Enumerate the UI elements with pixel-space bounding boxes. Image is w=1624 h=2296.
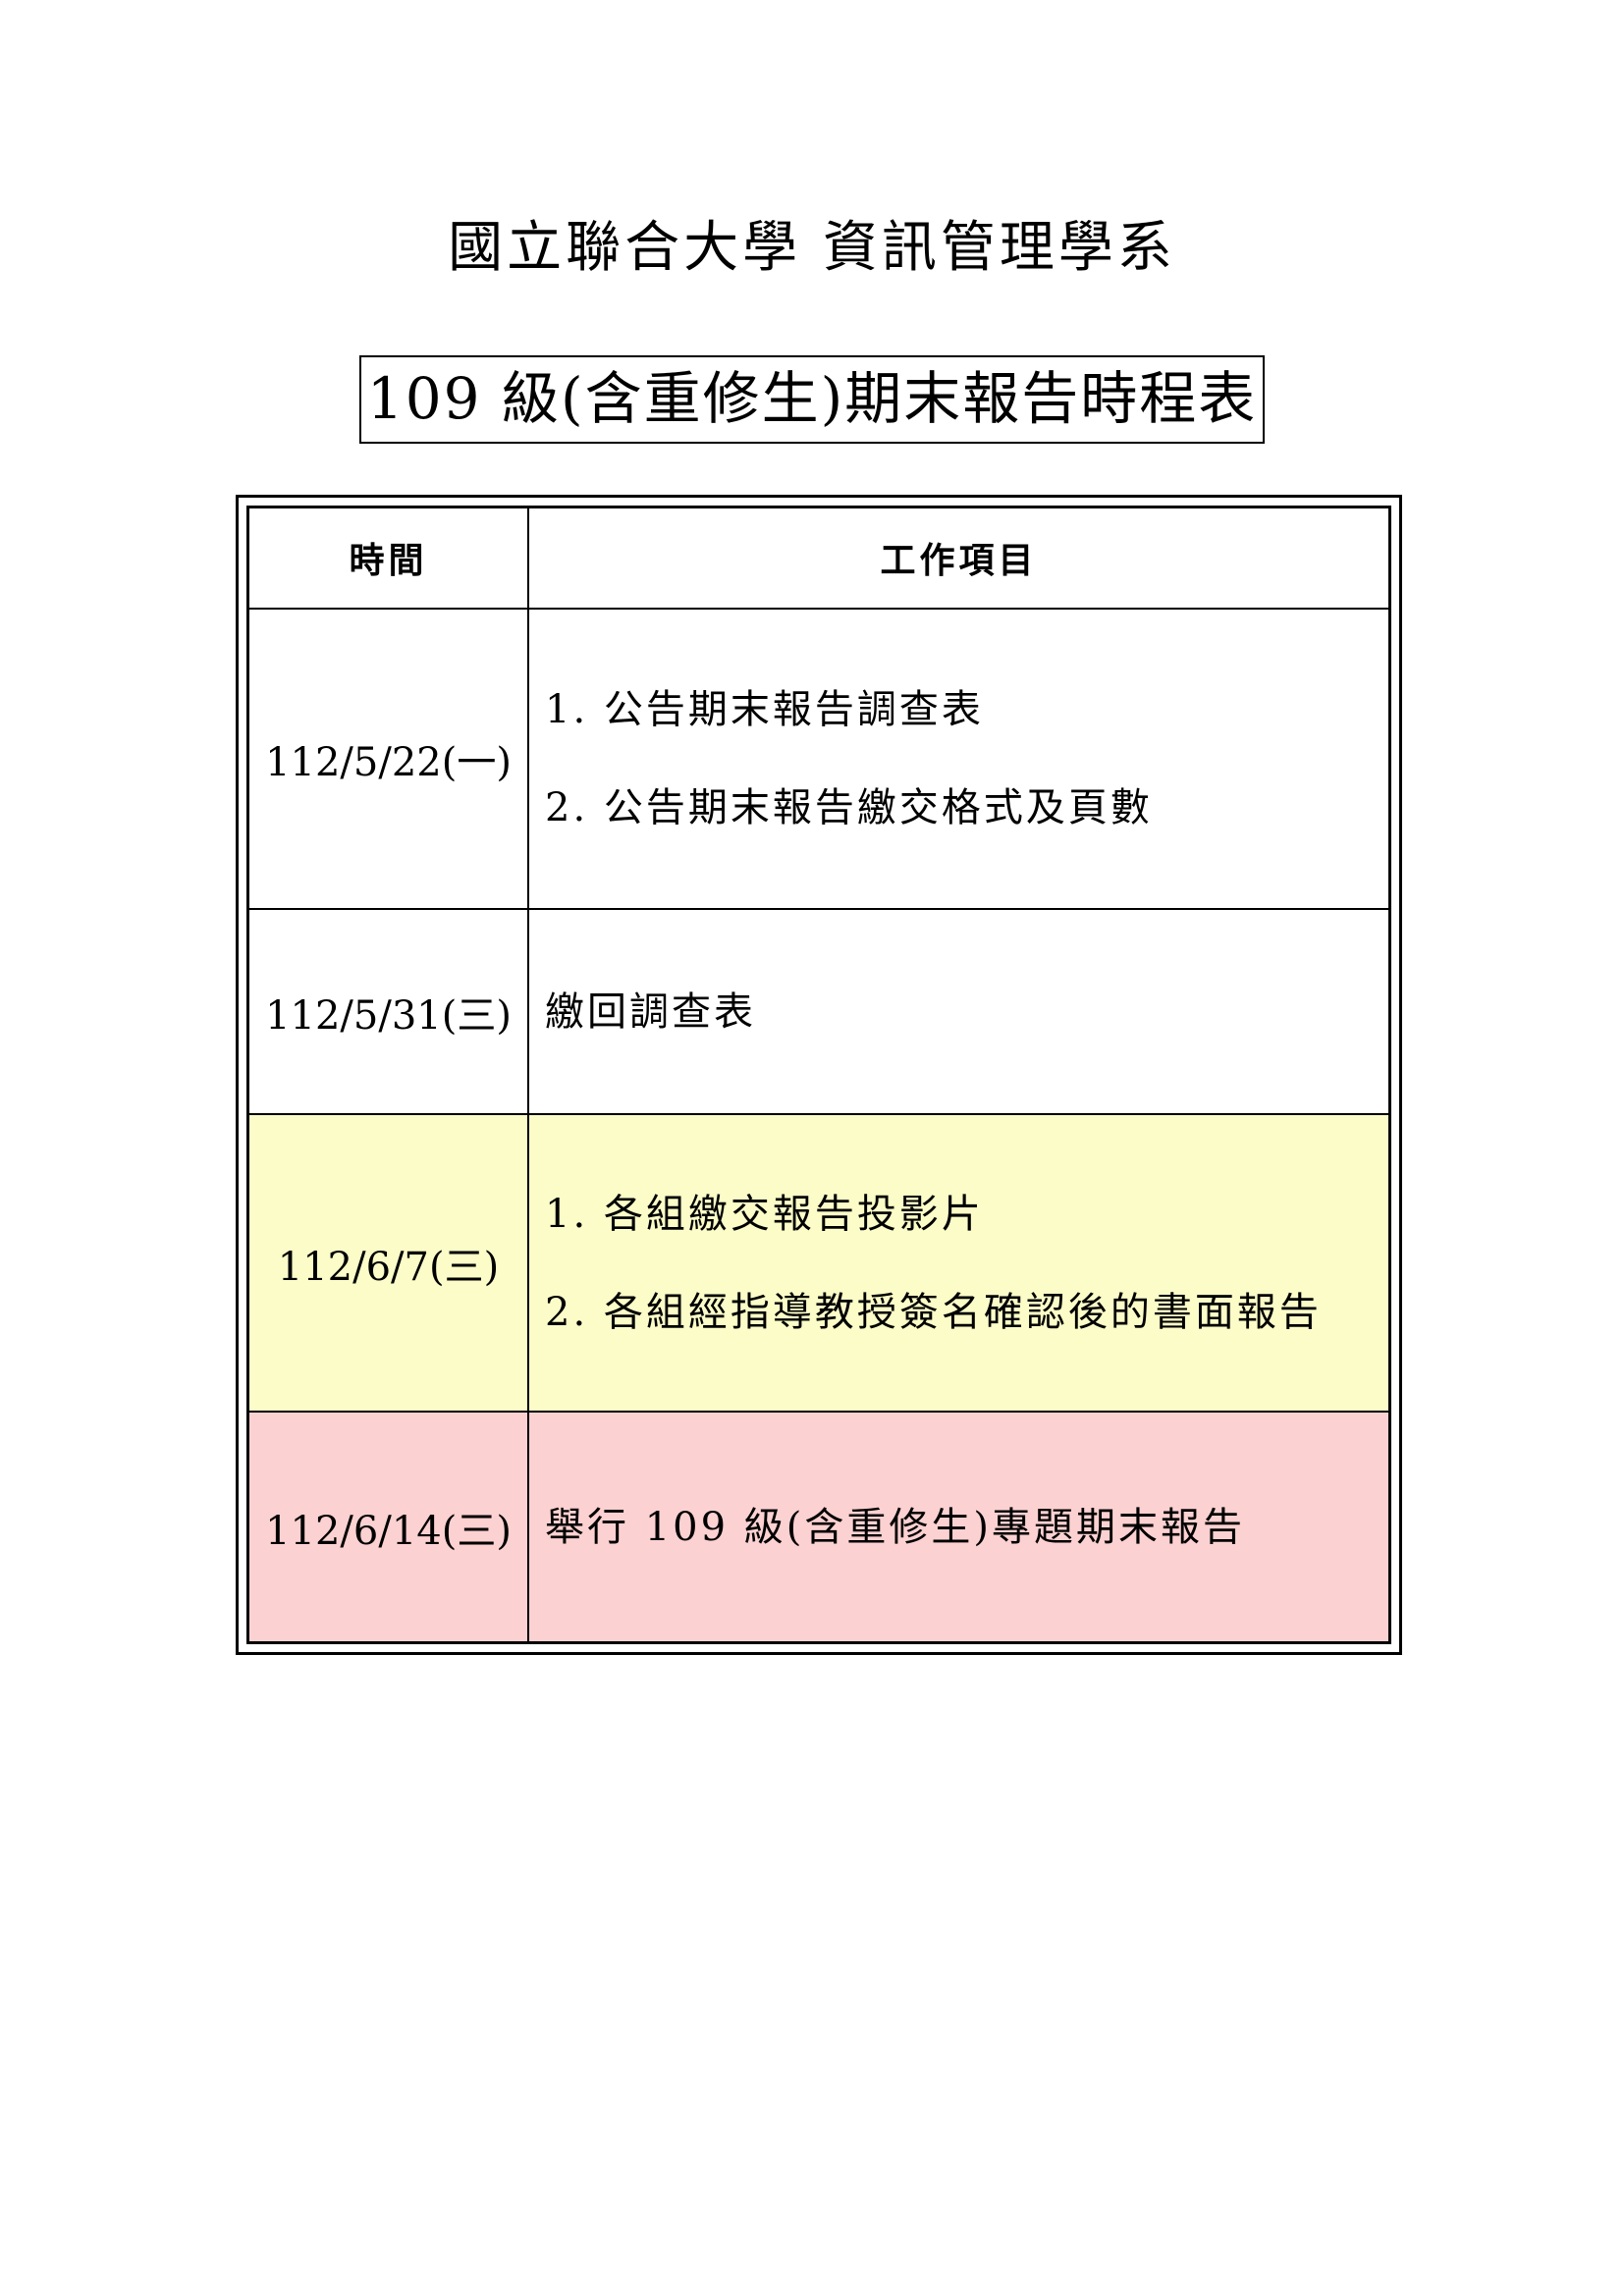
row-tasks: 繳回調查表 bbox=[529, 910, 1388, 1114]
row-tasks: 1. 公告期末報告調查表 2. 公告期末報告繳交格式及頁數 bbox=[529, 610, 1388, 908]
row-date: 112/6/7(三) bbox=[249, 1115, 529, 1412]
table-row-highlighted-pink: 112/6/14(三) 舉行 109 級(含重修生)專題期末報告 bbox=[249, 1413, 1388, 1641]
schedule-title-wrapper: 109 級(含重修生)期末報告時程表 bbox=[0, 355, 1624, 444]
row-date: 112/6/14(三) bbox=[249, 1413, 529, 1641]
row-tasks: 1. 各組繳交報告投影片 2. 各組經指導教授簽名確認後的書面報告 bbox=[529, 1115, 1388, 1411]
table-row-highlighted-yellow: 112/6/7(三) 1. 各組繳交報告投影片 2. 各組經指導教授簽名確認後的… bbox=[249, 1115, 1388, 1414]
header-time: 時間 bbox=[249, 508, 529, 608]
university-department-title: 國立聯合大學 資訊管理學系 bbox=[448, 216, 1176, 280]
table-row: 112/5/22(一) 1. 公告期末報告調查表 2. 公告期末報告繳交格式及頁… bbox=[249, 609, 1388, 910]
task-item: 1. 公告期末報告調查表 bbox=[545, 686, 984, 732]
table-header-row: 時間 工作項目 bbox=[249, 508, 1388, 610]
row-tasks: 舉行 109 級(含重修生)專題期末報告 bbox=[529, 1413, 1388, 1641]
task-item: 1. 各組繳交報告投影片 bbox=[545, 1191, 984, 1237]
header-task: 工作項目 bbox=[880, 541, 1038, 582]
task-item: 2. 公告期末報告繳交格式及頁數 bbox=[545, 784, 1153, 830]
schedule-title: 109 級(含重修生)期末報告時程表 bbox=[358, 355, 1266, 444]
task-item: 2. 各組經指導教授簽名確認後的書面報告 bbox=[545, 1289, 1322, 1335]
task-item: 繳回調查表 bbox=[545, 988, 756, 1035]
task-item: 舉行 109 級(含重修生)專題期末報告 bbox=[545, 1504, 1245, 1550]
schedule-table-frame: 時間 工作項目 112/5/22(一) 1. 公告期末報告調查表 2. 公告期末… bbox=[236, 495, 1402, 1655]
schedule-table: 時間 工作項目 112/5/22(一) 1. 公告期末報告調查表 2. 公告期末… bbox=[246, 506, 1391, 1644]
row-date: 112/5/31(三) bbox=[249, 909, 529, 1114]
table-row: 112/5/31(三) 繳回調查表 bbox=[249, 909, 1388, 1116]
row-date: 112/5/22(一) bbox=[249, 609, 529, 908]
